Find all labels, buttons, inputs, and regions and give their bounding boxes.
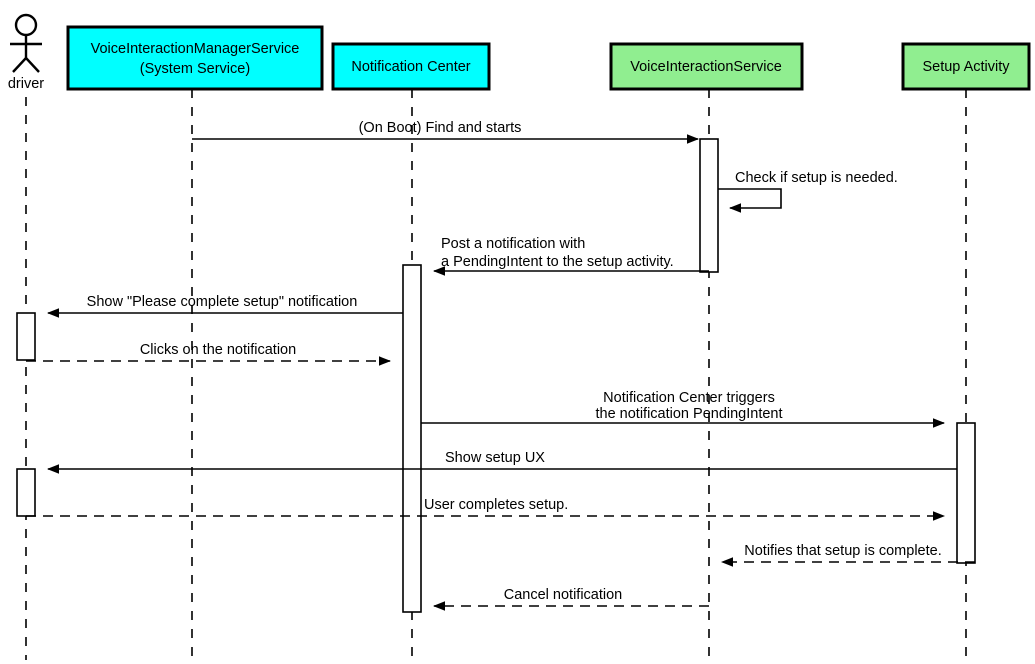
message-notification-center-triggers-pendingintent[interactable]: Notification Center triggers the notific… <box>421 390 945 428</box>
message-label-line2: a PendingIntent to the setup activity. <box>441 254 674 270</box>
actor-head-icon <box>14 13 38 37</box>
participant-label-vims-line1: VoiceInteractionManagerService <box>91 41 300 57</box>
message-label: (On Boot) Find and starts <box>359 120 522 136</box>
activation-bar-setup-activity <box>956 422 976 564</box>
message-label: Show setup UX <box>445 450 545 466</box>
activation-bar-voiceinteractionservice <box>699 138 719 273</box>
participant-setup-activity[interactable]: Setup Activity <box>901 42 1031 91</box>
message-clicks-on-the-notification[interactable]: Clicks on the notification <box>26 342 391 366</box>
message-show-please-complete-setup-notification[interactable]: Show "Please complete setup" notificatio… <box>47 294 403 318</box>
participant-box-setup-activity[interactable] <box>901 42 1031 91</box>
participant-label-driver: driver <box>8 76 44 92</box>
message-notifies-that-setup-is-complete[interactable]: Notifies that setup is complete. <box>721 543 975 567</box>
message-user-completes-setup[interactable]: User completes setup. <box>26 497 945 521</box>
activation-bar-driver-2 <box>16 468 36 517</box>
message-label: User completes setup. <box>424 497 568 513</box>
message-check-if-setup-is-needed[interactable]: Check if setup is needed. <box>718 170 898 213</box>
message-label: Cancel notification <box>504 587 623 603</box>
message-label-line1: Notification Center triggers <box>603 390 775 406</box>
message-label-line1: Post a notification with <box>441 236 585 252</box>
participant-box-notification-center[interactable] <box>331 42 491 91</box>
message-label: Clicks on the notification <box>140 342 296 358</box>
message-label: Show "Please complete setup" notificatio… <box>87 294 358 310</box>
participant-driver[interactable]: driver <box>8 13 44 92</box>
participant-label-setup-activity: Setup Activity <box>922 59 1010 75</box>
participant-box-voiceinteractionservice[interactable] <box>609 42 804 91</box>
activation-bar-notification-center <box>402 264 422 613</box>
participant-label-notification-center: Notification Center <box>351 59 470 75</box>
actor-leg-left-icon <box>12 57 27 73</box>
participant-label-voiceinteractionservice: VoiceInteractionService <box>630 59 782 75</box>
message-label-line2: the notification PendingIntent <box>595 406 782 422</box>
participant-notification-center[interactable]: Notification Center <box>331 42 491 91</box>
message-on-boot-find-and-starts[interactable]: (On Boot) Find and starts <box>192 120 699 144</box>
message-post-a-notification[interactable]: Post a notification with a PendingIntent… <box>433 236 709 276</box>
actor-leg-right-icon <box>25 57 40 73</box>
message-self-call-path <box>718 188 782 213</box>
activation-bar-driver-1 <box>16 312 36 361</box>
participant-vims[interactable]: VoiceInteractionManagerService (System S… <box>66 25 324 91</box>
message-label: Notifies that setup is complete. <box>744 543 941 559</box>
participant-label-vims-line2: (System Service) <box>140 61 250 77</box>
message-cancel-notification[interactable]: Cancel notification <box>433 587 709 611</box>
participant-box-vims[interactable] <box>66 25 324 91</box>
message-label: Check if setup is needed. <box>735 170 898 186</box>
message-show-setup-ux[interactable]: Show setup UX <box>47 450 957 474</box>
participant-voiceinteractionservice[interactable]: VoiceInteractionService <box>609 42 804 91</box>
